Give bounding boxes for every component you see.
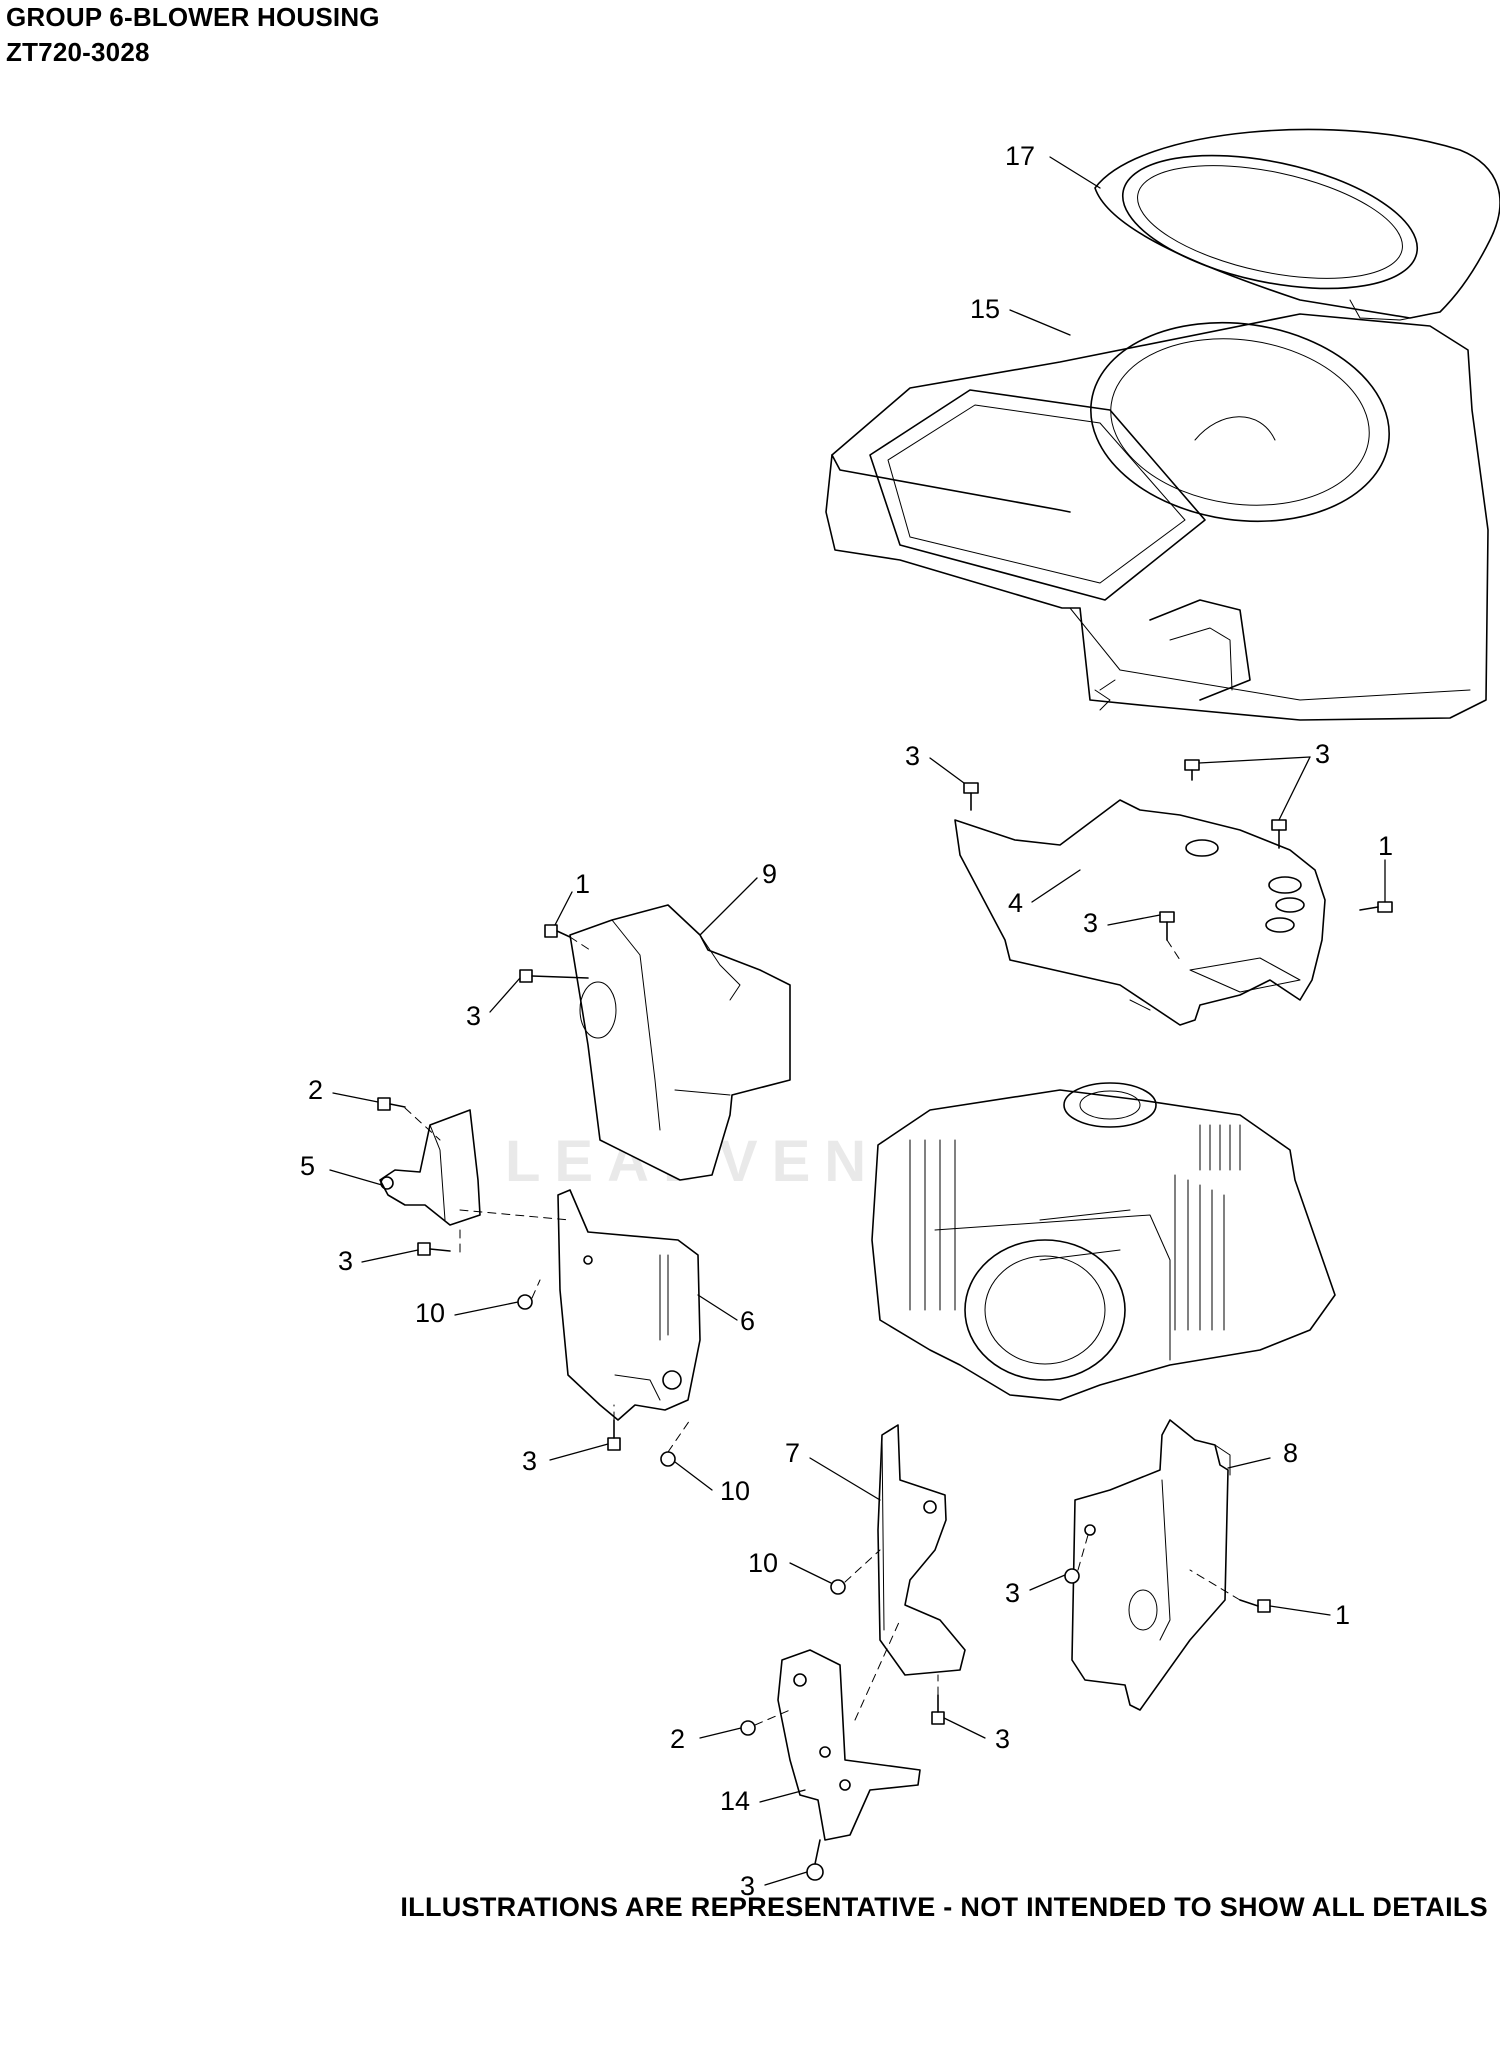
part-6-lower-shroud (557, 1189, 701, 1421)
part-4-bracket (954, 799, 1326, 1026)
callout-3: 3 (1315, 739, 1330, 769)
part-8-side-shroud (1071, 1419, 1231, 1711)
callout-14: 14 (720, 1786, 750, 1816)
part-5-bracket (379, 1109, 481, 1226)
callout-3: 3 (1005, 1578, 1020, 1608)
callout-3: 3 (740, 1871, 755, 1901)
part-9-cylinder-shroud (569, 904, 791, 1181)
callout-10: 10 (720, 1476, 750, 1506)
callout-1: 1 (1335, 1600, 1350, 1630)
callout-3: 3 (466, 1001, 481, 1031)
callout-3: 3 (338, 1246, 353, 1276)
engine-cylinder-block (871, 1082, 1336, 1401)
callout-9: 9 (762, 859, 777, 889)
page-title: GROUP 6-BLOWER HOUSING (6, 2, 380, 32)
callout-17: 17 (1005, 141, 1035, 171)
callout-3: 3 (905, 741, 920, 771)
part-17-blower-ring-cover (1094, 128, 1500, 321)
watermark-text: LEADVENTI (505, 1129, 960, 1194)
callout-3: 3 (995, 1724, 1010, 1754)
callout-5: 5 (300, 1151, 315, 1181)
callout-1: 1 (575, 869, 590, 899)
footer-disclaimer: ILLUSTRATIONS ARE REPRESENTATIVE - NOT I… (400, 1892, 1488, 1922)
callout-2: 2 (670, 1724, 685, 1754)
callout-6: 6 (740, 1306, 755, 1336)
callout-1: 1 (1378, 831, 1393, 861)
callout-4: 4 (1008, 888, 1023, 918)
callout-15: 15 (970, 294, 1000, 324)
alignment-lines (404, 936, 1241, 1726)
part-15-blower-housing (825, 313, 1489, 721)
callout-8: 8 (1283, 1438, 1298, 1468)
callout-leaders (329, 156, 1386, 1886)
fasteners (377, 759, 1393, 1881)
callout-2: 2 (308, 1075, 323, 1105)
part-7-bracket (877, 1424, 966, 1676)
callout-3: 3 (1083, 908, 1098, 938)
callout-10: 10 (415, 1298, 445, 1328)
callout-numbers: 17 15 3 3 1 4 3 1 9 3 2 5 3 10 6 3 10 7 … (300, 141, 1393, 1901)
model-number: ZT720-3028 (6, 37, 150, 67)
callout-10: 10 (748, 1548, 778, 1578)
callout-7: 7 (785, 1438, 800, 1468)
callout-3: 3 (522, 1446, 537, 1476)
part-14-bracket (777, 1649, 921, 1841)
